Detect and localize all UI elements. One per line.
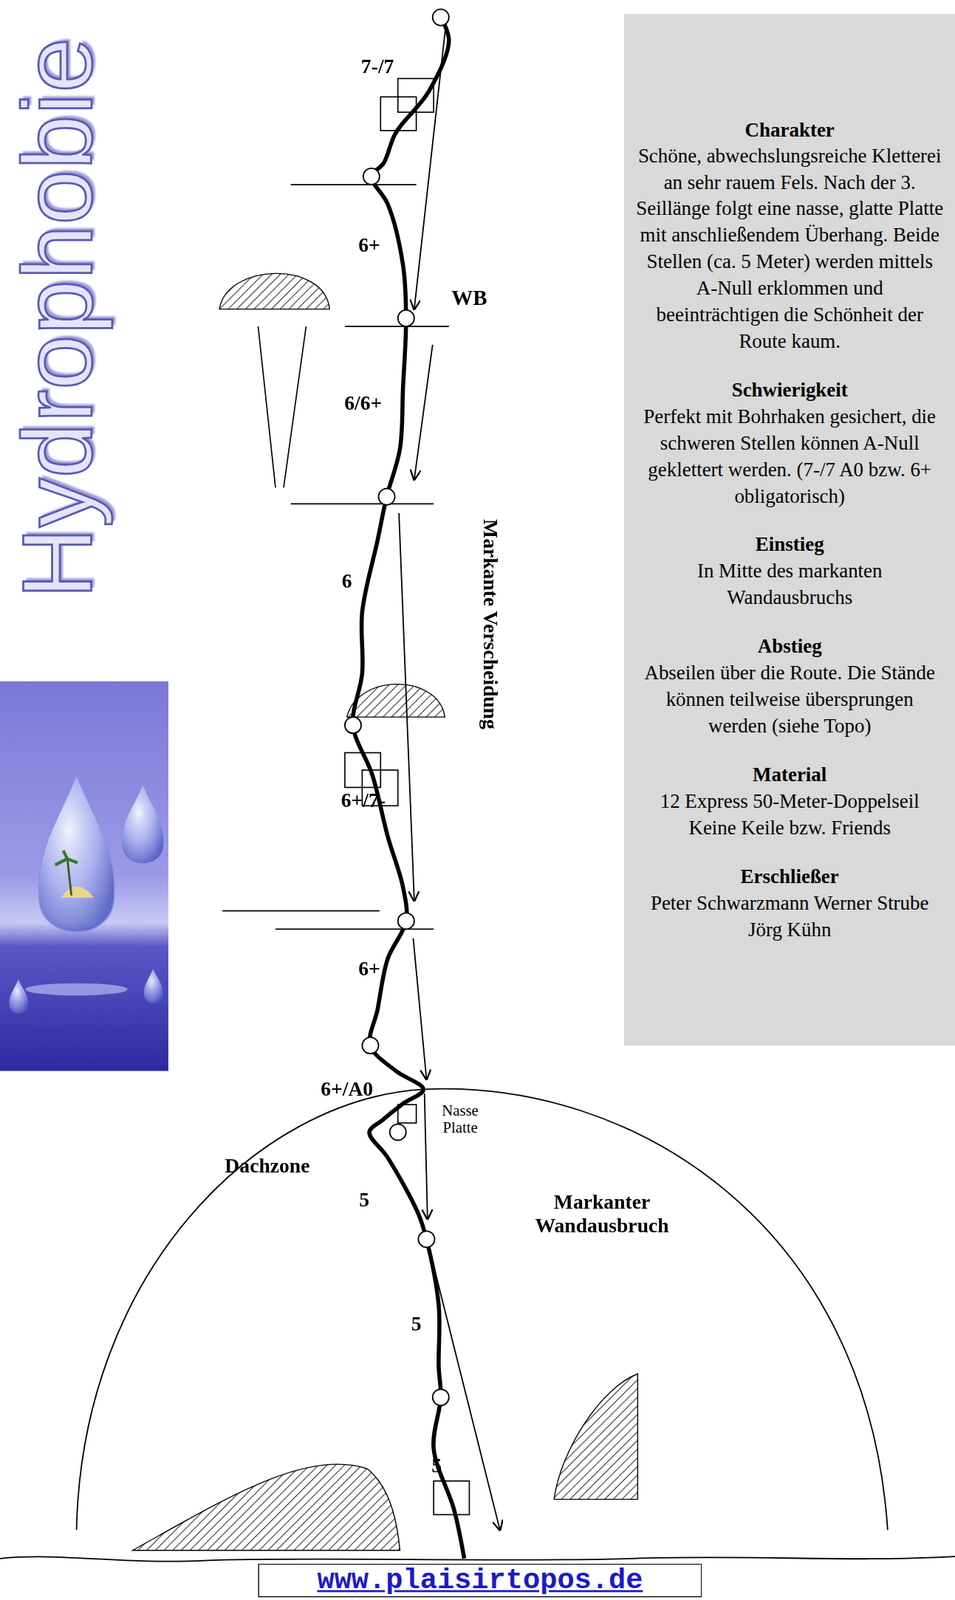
grade-label: 6+ [358, 957, 381, 981]
grade-label: 5 [411, 1312, 422, 1337]
belay-station [418, 1231, 435, 1248]
section-heading: Abstieg [757, 633, 823, 661]
section-text: Schöne, abwechslungsreiche Kletterei an … [634, 143, 945, 355]
grade-label: 6 [341, 570, 353, 594]
feature-label: Markante Verscheidung [479, 519, 503, 730]
belay-station [389, 1124, 407, 1141]
route-line [353, 16, 465, 1559]
belay-station [378, 488, 396, 506]
belay-station [398, 912, 415, 930]
website-box: www.plaisirtopos.de [257, 1564, 702, 1599]
grade-label: 6+/A0 [320, 1077, 373, 1102]
belay-station [344, 717, 362, 734]
belay-station [363, 168, 380, 185]
grade-label: 6/6+ [344, 391, 382, 416]
grade-label: 5 [431, 1454, 442, 1478]
area-label: Markanter Wandausbruch [515, 1190, 690, 1238]
grade-label: 7-/7 [361, 54, 395, 79]
section-text: In Mitte des markanten Wandausbruchs [634, 558, 945, 612]
section-text: Perfekt mit Bohrhaken gesichert, die sch… [634, 404, 945, 510]
water-picture [0, 681, 169, 1072]
belay-station [398, 310, 415, 327]
section-heading: Einstieg [755, 531, 825, 559]
info-panel: CharakterSchöne, abwechslungsreiche Klet… [624, 14, 955, 1046]
grade-label: Dachzone [224, 1154, 310, 1179]
belay-station [432, 8, 450, 26]
section-text: Peter Schwarzmann Werner Strube Jörg Küh… [634, 890, 945, 944]
section-text: 12 Express 50-Meter-Doppelseil Keine Kei… [634, 788, 945, 842]
belay-station [432, 1389, 450, 1406]
section-heading: Material [752, 762, 827, 789]
grade-label: 5 [358, 1188, 370, 1213]
grade-label: 6+ [358, 233, 381, 258]
area-label: Nasse Platte [433, 1102, 487, 1139]
section-heading: Erschließer [740, 864, 840, 891]
section-heading: Charakter [745, 116, 835, 144]
belay-station [361, 1037, 379, 1054]
website-url: www.plaisirtopos.de [316, 1565, 643, 1597]
section-text: Abseilen über die Route. Die Stände könn… [634, 660, 945, 740]
grade-label: 6+/7- [341, 789, 386, 814]
route-title: Hydrophobie [7, 37, 107, 599]
section-heading: Schwierigkeit [731, 377, 848, 405]
area-label: WB [451, 285, 487, 311]
